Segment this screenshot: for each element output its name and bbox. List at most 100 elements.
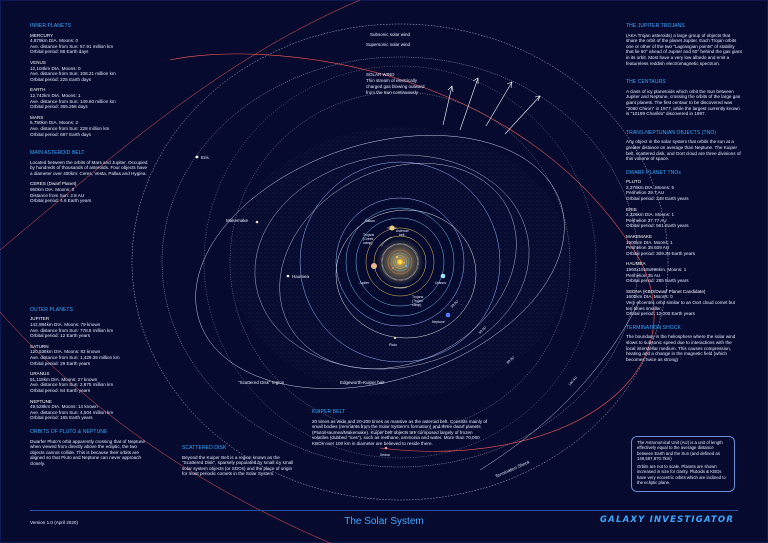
au-30-label: 30 AU: [450, 299, 460, 309]
page-title: The Solar System: [344, 516, 424, 527]
tno-text: Any object in the solar system that orbi…: [626, 139, 741, 162]
venus-orbit: [393, 255, 407, 269]
eris-label: Eris: [201, 155, 209, 160]
pluto-neptune-title: ORBITS OF PLUTO & NEPTUNE: [30, 428, 108, 435]
jupiter-trojans-section: THE JUPITER TROJANS (AKA Trojan asteroid…: [626, 23, 742, 66]
pluto-info: PLUTO 2,376km DIA. Moons: 5 Perihelion 2…: [626, 179, 689, 202]
kuiper-belt-text: 20 times as wide and 20-200 times as mas…: [312, 418, 488, 446]
scale-note-text: Orbits are not to scale. Planets are sho…: [637, 464, 726, 486]
centaurs-text: A class of icy planetoids which orbit th…: [626, 88, 741, 117]
mars-orbit: [387, 249, 413, 275]
asteroid-belt-ring: [381, 243, 419, 281]
makemake-marker: [255, 220, 259, 224]
saturn-info: SATURN 120,536km DIA. Moons: 82 known Av…: [30, 343, 120, 366]
edgeworth-kuiper-label: Edgeworth-Kuiper belt: [340, 380, 385, 385]
termination-shock-label: Termination Shock: [494, 459, 531, 479]
sun: [397, 259, 403, 265]
makemake-orbit: [254, 154, 530, 370]
inner-planets-section: INNER PLANETS MERCURY 4,879km DIA. Moons…: [30, 23, 148, 137]
solar-wind-line-1: Thin stream of electrically: [366, 78, 418, 83]
uranus-orbit: [355, 217, 445, 307]
au-note-box: The Astronomical Unit (AU) is a unit of …: [631, 436, 735, 492]
eris-info: ERIS 2,326km DIA. Moons: 1 Perihelion 37…: [626, 206, 689, 229]
eris-marker: [195, 155, 199, 159]
pluto-orbit: [335, 209, 477, 339]
termination-shock-section: TERMINATION SHOCK The boundary in the he…: [626, 324, 742, 363]
au-30-ring: [335, 197, 465, 327]
supersonic-wind-label: Supersonic solar wind: [366, 42, 411, 47]
jupiter-marker: [371, 263, 377, 269]
termination-shock-text: The boundary in the heliosphere where th…: [626, 334, 736, 362]
scattered-disk-text: Beyond the Kuiper Belt is a region known…: [182, 454, 294, 477]
neptune-marker: [445, 312, 451, 318]
asteroid-belt-section: MAIN ASTEROID BELT Located between the o…: [30, 150, 148, 204]
termination-shock-title: TERMINATION SHOCK: [626, 324, 681, 331]
long-period-comet-path: [0, 0, 361, 251]
right-column: THE JUPITER TROJANS (AKA Trojan asteroid…: [626, 23, 742, 371]
trojans-trojan-label: Trojans: [412, 295, 423, 299]
venus-info: VENUS 12,104km DIA. Moons: 0 Ave. distan…: [30, 59, 116, 82]
ceres-info: CERES (Dwarf Planet) 950km DIA. Moons: 0…: [30, 181, 92, 204]
haumea-orbit: [279, 162, 517, 370]
sedna-orbit: [169, 53, 655, 452]
dwarf-planets-title: DWARF PLANET TNOs: [626, 169, 681, 176]
solar-wind-line-2: charged gas blowing outward: [366, 84, 425, 89]
sedna-marker: [384, 446, 388, 450]
mercury-orbit: [395, 257, 405, 267]
asteroid-belt-text: Located between the orbits of Mars and J…: [30, 159, 148, 176]
mars-info: MARS 6,780km DIA. Moons: 2 Ave. distance…: [30, 114, 110, 137]
heliopause-boundary: [131, 23, 669, 501]
solar-wind-arrows: [442, 77, 541, 135]
outer-planets-title: OUTER PLANETS: [30, 306, 73, 313]
makemake-label: Makemake: [226, 218, 249, 223]
neptune-label: Neptune: [432, 320, 445, 324]
uranus-marker: [440, 273, 446, 279]
version-label: Version 1.0 (April 2020): [30, 520, 79, 525]
footer-divider: [30, 510, 738, 511]
makemake-info: MAKEMAKE 1500km DIA. Moons: 1 Perihelion…: [626, 234, 695, 256]
uranus-label: Uranus: [435, 281, 446, 285]
subsonic-wind-label: Subsonic solar wind: [370, 32, 411, 37]
brand-logo: GALAXY INVESTIGATOR: [600, 515, 735, 525]
earth-info: EARTH 12,742km DIA. Moons: 1 Ave. distan…: [30, 87, 116, 110]
asteroid-belt-label-2: belt: [399, 233, 405, 237]
mercury-info: MERCURY 4,879km DIA. Moons: 0 Ave. dista…: [30, 32, 114, 55]
kuiper-belt-title: KUIPER BELT: [312, 409, 346, 415]
scattered-disk-section: SCATTERED DISK Beyond the Kuiper Belt is…: [182, 445, 298, 477]
dwarf-planets-section: DWARF PLANET TNOs PLUTO 2,376km DIA. Moo…: [626, 169, 742, 317]
jupiter-info: JUPITER 142,984km DIA. Moons: 79 known A…: [30, 316, 114, 339]
eris-orbit: [195, 135, 565, 389]
termination-shock-curve: [479, 299, 641, 471]
haumea-marker: [286, 274, 290, 278]
haumea-label: Haumea: [292, 274, 310, 279]
asteroid-belt-label: Asteroid: [396, 229, 409, 233]
trojans-greek-label-3: camp): [363, 241, 372, 245]
jupiter-label: Jupiter: [359, 281, 370, 285]
jupiter-trojans-title: THE JUPITER TROJANS: [626, 23, 685, 29]
tno-section: TRANS-NEPTUNIAN OBJECTS (TNO) Any object…: [626, 129, 742, 162]
trojans-trojan-arc: [393, 286, 408, 289]
tno-title: TRANS-NEPTUNIAN OBJECTS (TNO): [626, 129, 717, 136]
termination-shock-orbit: [161, 56, 639, 468]
au-100-ring: [203, 65, 597, 459]
outer-planets-section: OUTER PLANETS JUPITER 142,984km DIA. Moo…: [30, 306, 148, 421]
haumea-info: HAUMEA 1960x1518x996km. Moons: 1 Perihel…: [626, 261, 689, 284]
sedna-label: Sedna: [380, 453, 390, 457]
saturn-label: Saturn: [365, 219, 375, 223]
scattered-disk-title: SCATTERED DISK: [182, 445, 227, 451]
au-100-label: 100 AU: [568, 375, 579, 387]
au-80-label: 80 AU: [506, 355, 516, 365]
centaurs-section: THE CENTAURS A class of icy planetoids w…: [626, 80, 742, 117]
inner-planets-title: INNER PLANETS: [30, 23, 72, 29]
jupiter-trojans-text: (AKA Trojan asteroids) a large group of …: [626, 32, 742, 66]
solar-wind-title: SOLAR WIND: [366, 72, 395, 77]
scattered-disk-region-label: "Scattered Disk" region: [238, 380, 285, 385]
pluto-marker: [393, 336, 397, 340]
neptune-info: NEPTUNE 49,528km DIA. Moons: 14 known Av…: [30, 398, 114, 421]
solar-wind-line-3: from the Sun continuously: [366, 90, 419, 95]
sedna-info: SEDNA (KBO/Dwarf Planet Candidate) 1600k…: [626, 288, 736, 317]
au-50-ring: [299, 161, 501, 363]
pluto-label: Pluto: [389, 343, 397, 347]
trojans-trojan-label-2: (Trojan: [412, 299, 423, 303]
trojans-greek-label: Trojans: [363, 233, 374, 237]
